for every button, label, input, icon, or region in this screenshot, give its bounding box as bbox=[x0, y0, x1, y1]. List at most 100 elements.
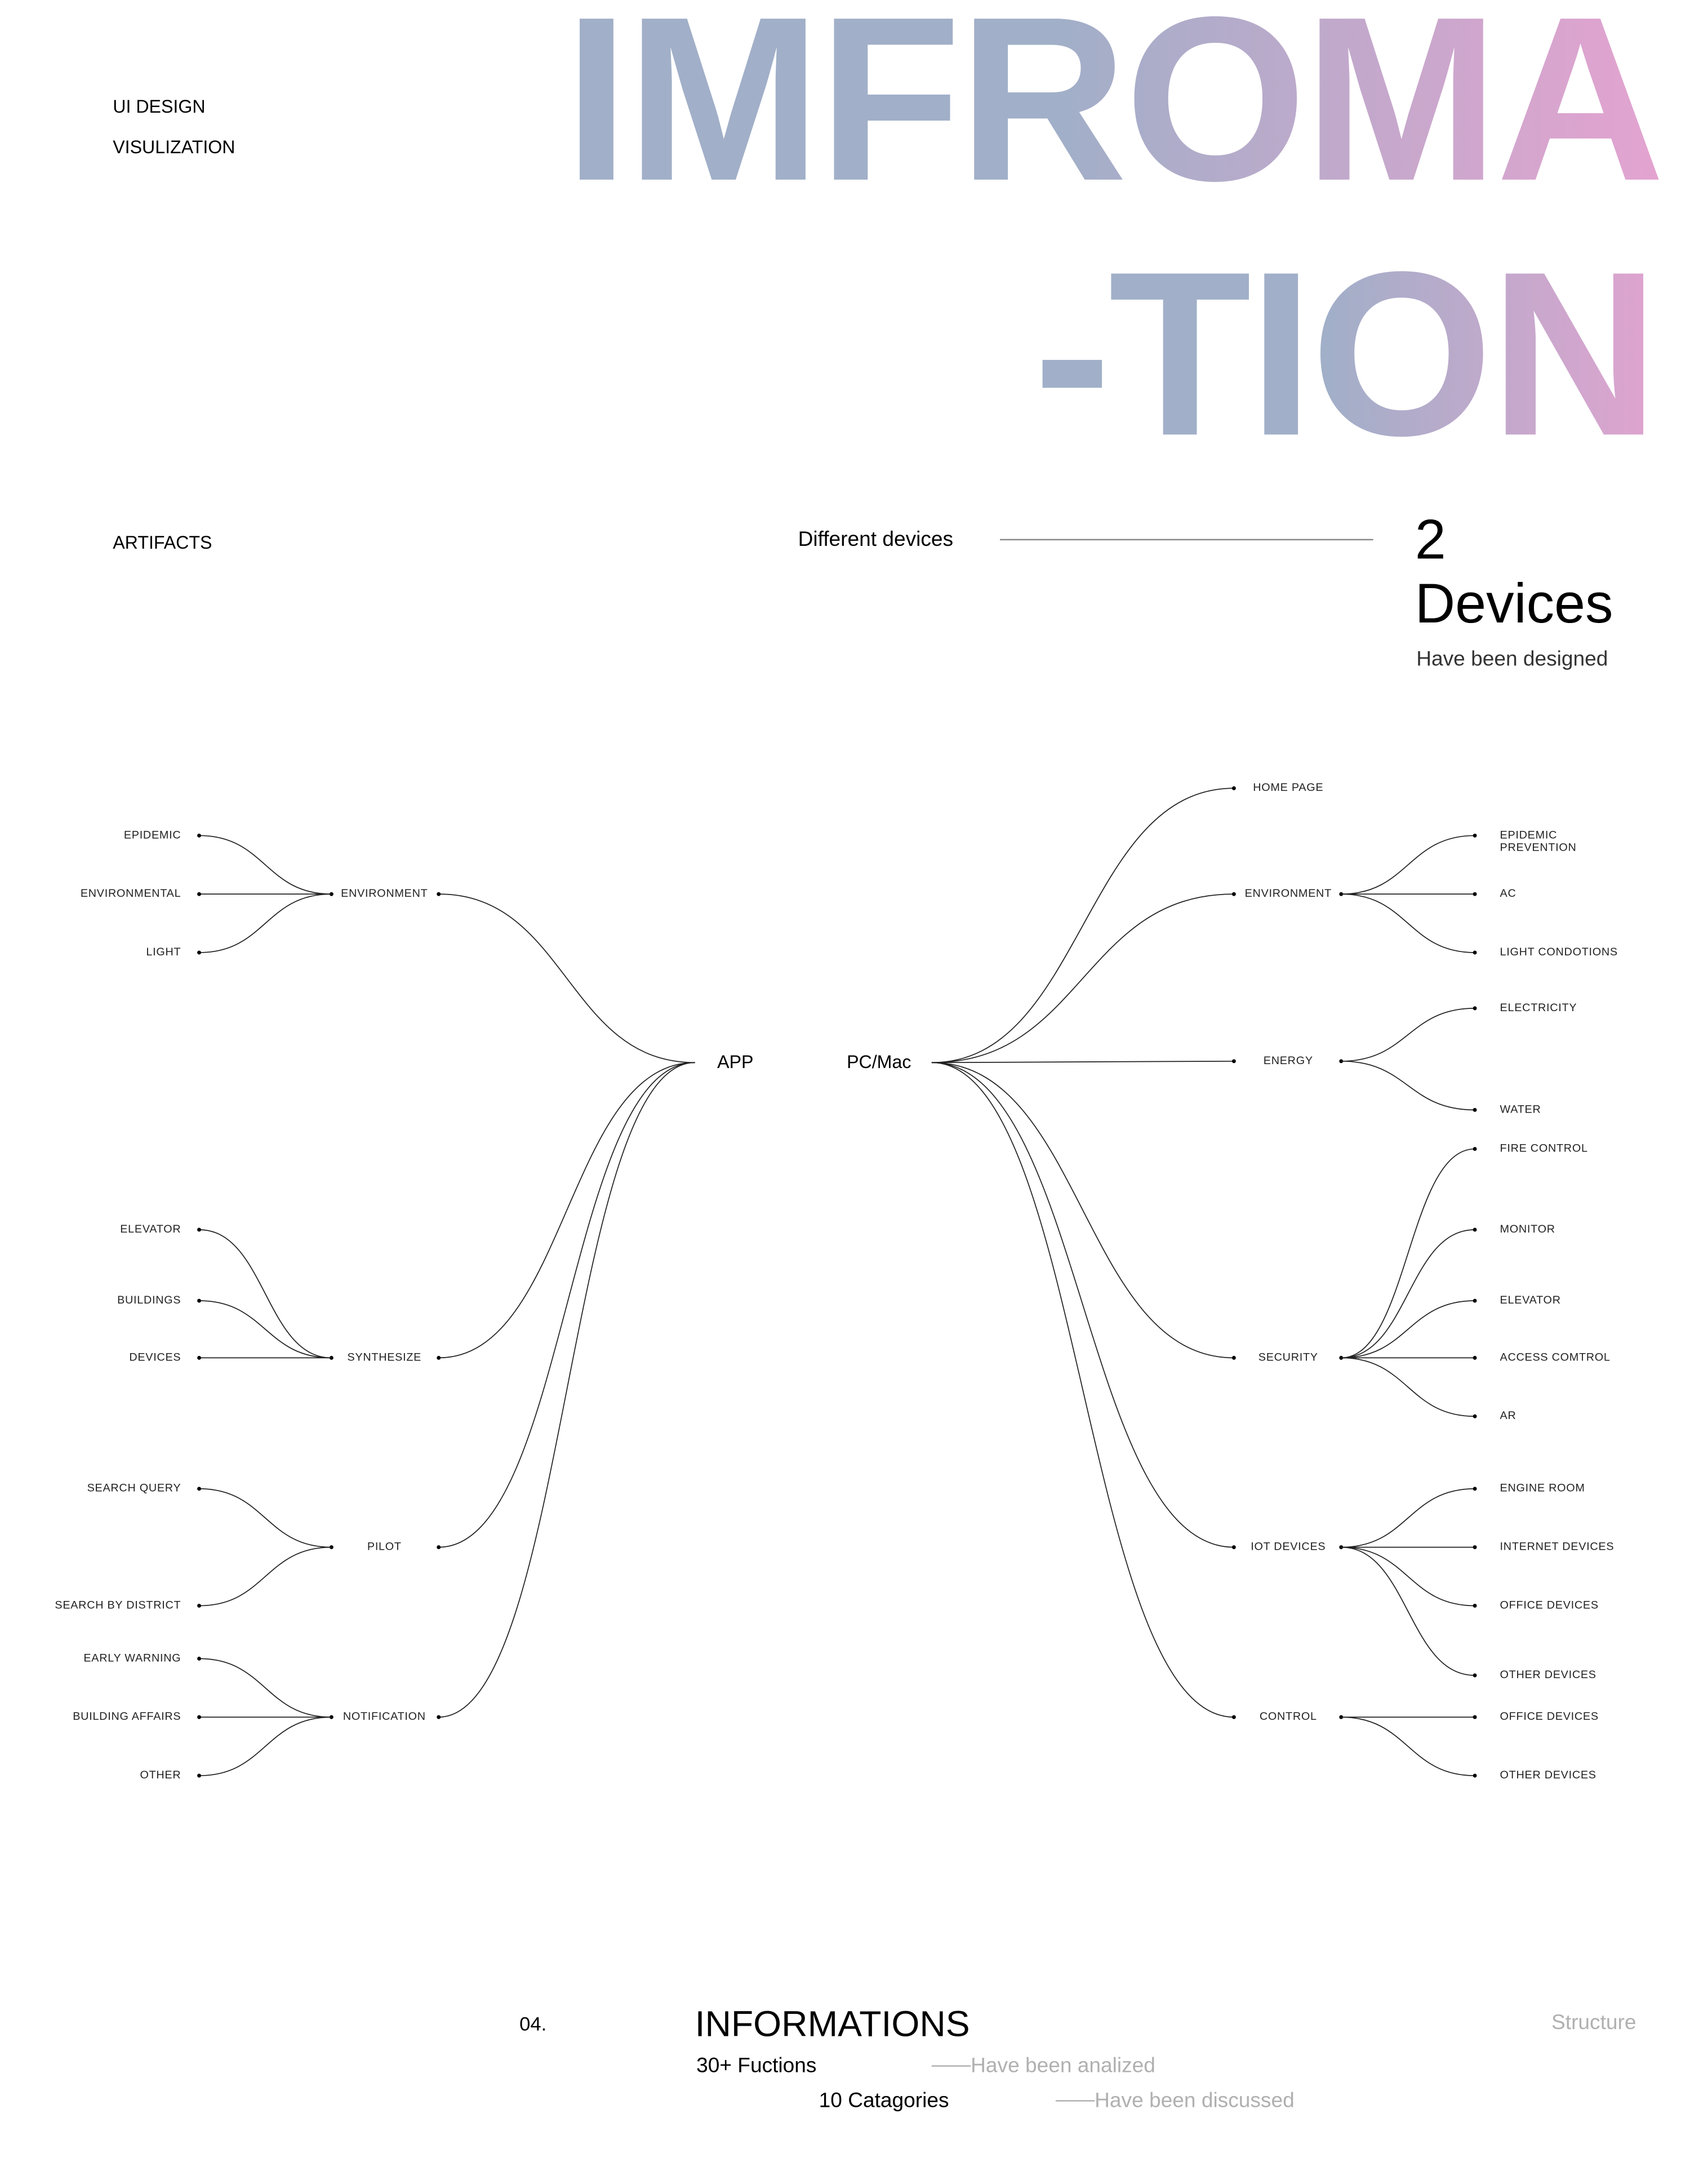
node-dot bbox=[1231, 1715, 1236, 1719]
node-dot bbox=[197, 1603, 201, 1608]
stat-functions-note: Have been analized bbox=[971, 2054, 1155, 2078]
pc-leaf-label: INTERNET DEVICES bbox=[1500, 1540, 1615, 1553]
app-root-label: APP bbox=[717, 1051, 754, 1073]
app-branch bbox=[438, 1062, 695, 1359]
pc-leaf-link bbox=[1341, 1546, 1475, 1676]
stat-categories-note: Have been discussed bbox=[1095, 2089, 1295, 2113]
stat-dash bbox=[931, 2065, 971, 2067]
title-line-1: IMFROMA bbox=[564, 0, 1665, 216]
app-leaf-link bbox=[199, 1300, 332, 1359]
app-leaf-link bbox=[199, 1658, 332, 1718]
app-leaf-label: LIGHT bbox=[146, 945, 181, 958]
visualization-label: VISULIZATION bbox=[113, 136, 235, 158]
pc-leaf-label: ACCESS COMTROL bbox=[1500, 1351, 1611, 1364]
pc-leaf-link bbox=[1341, 1716, 1475, 1776]
artifacts-label: ARTIFACTS bbox=[113, 532, 212, 553]
node-dot bbox=[437, 1355, 441, 1360]
pc-root-label: PC/Mac bbox=[847, 1051, 911, 1073]
pc-leaf-link bbox=[1341, 1008, 1475, 1062]
node-dot bbox=[1339, 1059, 1344, 1064]
node-dot bbox=[1339, 1355, 1344, 1360]
node-dot bbox=[1473, 1603, 1477, 1608]
section-number: 04. bbox=[519, 2012, 547, 2035]
app-leaf-label: OTHER bbox=[140, 1768, 181, 1781]
node-dot bbox=[1473, 950, 1477, 955]
node-dot bbox=[1473, 1147, 1477, 1151]
node-dot bbox=[1339, 1715, 1344, 1719]
node-dot bbox=[197, 1355, 201, 1360]
node-dot bbox=[1473, 1298, 1477, 1303]
node-dot bbox=[1473, 1107, 1477, 1112]
pc-branch bbox=[931, 1062, 1234, 1548]
app-leaf-label: EARLY WARNING bbox=[83, 1652, 181, 1665]
app-group-label: PILOT bbox=[367, 1540, 402, 1553]
divider-line bbox=[1000, 539, 1373, 541]
node-dot bbox=[1473, 1715, 1477, 1719]
pc-branch bbox=[931, 1060, 1234, 1064]
pc-leaf-link bbox=[1341, 1060, 1475, 1111]
device-count-sub: Have been designed bbox=[1416, 647, 1608, 671]
pc-leaf-label: AC bbox=[1500, 887, 1517, 900]
node-dot bbox=[437, 1715, 441, 1719]
node-dot bbox=[197, 833, 201, 838]
node-dot bbox=[1473, 1673, 1477, 1678]
app-leaf-label: SEARCH BY DISTRICT bbox=[55, 1599, 181, 1612]
node-dot bbox=[1473, 892, 1477, 896]
node-dot bbox=[1473, 1414, 1477, 1418]
app-branch bbox=[438, 893, 695, 1064]
node-dot bbox=[1473, 1355, 1477, 1360]
pc-group-label: ENVIRONMENT bbox=[1244, 887, 1332, 900]
ui-design-label: UI DESIGN bbox=[113, 96, 206, 117]
app-leaf-link bbox=[199, 1488, 332, 1548]
pc-leaf-label: MONITOR bbox=[1500, 1222, 1555, 1235]
pc-leaf-label: WATER bbox=[1500, 1102, 1541, 1116]
app-leaf-label: EPIDEMIC bbox=[123, 828, 181, 842]
node-dot bbox=[197, 1487, 201, 1491]
app-leaf-label: ELEVATOR bbox=[120, 1222, 181, 1235]
pc-leaf-label: OFFICE DEVICES bbox=[1500, 1599, 1599, 1612]
app-branch bbox=[438, 1062, 695, 1548]
node-dot bbox=[1231, 892, 1236, 896]
node-dot bbox=[1473, 1487, 1477, 1491]
node-dot bbox=[1473, 1227, 1477, 1232]
pc-leaf-label: AR bbox=[1500, 1409, 1517, 1422]
node-dot bbox=[1231, 1545, 1236, 1550]
pc-leaf-link bbox=[1341, 1357, 1475, 1417]
stat-functions: 30+ Fuctions bbox=[696, 2054, 817, 2078]
section-title: INFORMATIONS bbox=[695, 2003, 970, 2045]
node-dot bbox=[1473, 1006, 1477, 1011]
node-dot bbox=[1473, 1545, 1477, 1550]
pc-leaf-link bbox=[1341, 1148, 1475, 1359]
pc-leaf-label: FIRE CONTROL bbox=[1500, 1142, 1588, 1155]
app-leaf-link bbox=[199, 1546, 332, 1607]
app-leaf-label: BUILDINGS bbox=[117, 1293, 181, 1306]
pc-leaf-label: OTHER DEVICES bbox=[1500, 1668, 1596, 1681]
pc-leaf-label: OFFICE DEVICES bbox=[1500, 1710, 1599, 1723]
section-name: Structure bbox=[1551, 2010, 1636, 2035]
app-group-label: SYNTHESIZE bbox=[347, 1351, 422, 1364]
node-dot bbox=[437, 892, 441, 896]
pc-group-label: IOT DEVICES bbox=[1251, 1540, 1326, 1553]
node-dot bbox=[1231, 786, 1236, 790]
app-leaf-label: SEARCH QUERY bbox=[87, 1482, 181, 1494]
node-dot bbox=[1473, 833, 1477, 838]
node-dot bbox=[1231, 1355, 1236, 1360]
node-dot bbox=[1473, 1773, 1477, 1778]
node-dot bbox=[197, 1715, 201, 1719]
pc-branch bbox=[931, 1062, 1234, 1359]
pc-leaf-link bbox=[1341, 1229, 1475, 1359]
app-branch bbox=[438, 1062, 695, 1718]
node-dot bbox=[197, 950, 201, 955]
app-leaf-link bbox=[199, 893, 332, 953]
pc-leaf-label: ENGINE ROOM bbox=[1500, 1482, 1585, 1494]
node-dot bbox=[197, 892, 201, 896]
pc-leaf-label: LIGHT CONDOTIONS bbox=[1500, 945, 1618, 958]
pc-leaf-link bbox=[1341, 1300, 1475, 1359]
node-dot bbox=[197, 1773, 201, 1778]
app-leaf-label: ENVIRONMENTAL bbox=[80, 887, 181, 900]
device-count-unit: Devices bbox=[1415, 573, 1613, 635]
app-leaf-link bbox=[199, 1229, 332, 1359]
pc-leaf-label: ELECTRICITY bbox=[1500, 1001, 1577, 1014]
